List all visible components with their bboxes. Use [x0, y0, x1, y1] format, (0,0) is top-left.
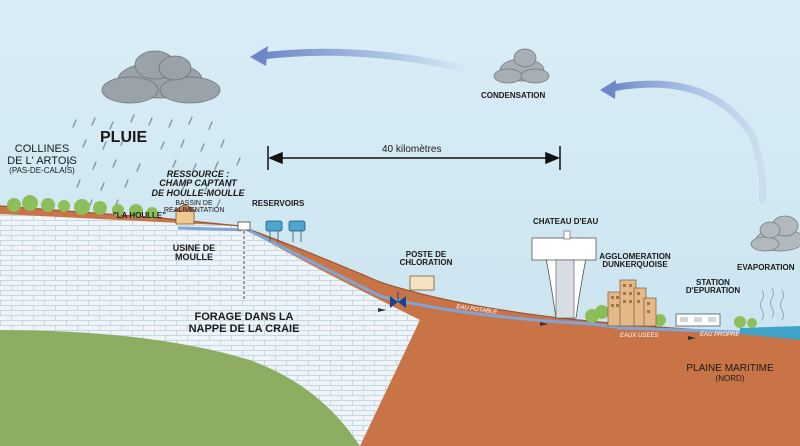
chlorination-building: [409, 275, 435, 291]
condensation-cloud: [493, 48, 550, 84]
arrow-head-evaporation: [600, 80, 616, 99]
label-ressource-line2: CHAMP CAPTANT: [159, 178, 237, 189]
label-evaporation: EVAPORATION: [737, 263, 795, 272]
label-forage-line1: FORAGE DANS LA: [194, 311, 294, 323]
arrow-cloud-movement-left: [258, 48, 474, 74]
label-collines-line3: (PAS-DE-CALAIS): [9, 166, 75, 176]
label-chateau: CHATEAU D'EAU: [533, 217, 599, 226]
label-station-line1: STATION: [696, 278, 730, 287]
label-agglo-line1: AGGLOMERATION: [599, 252, 671, 261]
pumping-station-building: [172, 203, 198, 225]
label-bassin: BASSIN DE REALIMENTATION: [164, 200, 224, 215]
arrow-head-left: [250, 46, 268, 66]
chalk-aquifer: [0, 214, 420, 446]
label-station-line2: D'EPURATION: [685, 286, 741, 296]
label-agglo-line2: DUNKERQUOISE: [602, 260, 668, 270]
usine-building: [237, 221, 251, 231]
label-eau-propre: EAU PROPRE: [700, 332, 740, 338]
label-collines: COLLINES DE L' ARTOIS (PAS-DE-CALAIS): [2, 143, 82, 176]
label-poste: POSTE DE CHLORATION: [394, 250, 458, 268]
rain-cloud: [101, 50, 221, 104]
label-distance: 40 kilomètres: [382, 144, 442, 155]
treatment-station: [675, 313, 721, 327]
label-ressource-line1: RESSOURCE :: [166, 169, 230, 179]
label-bassin-line2: REALIMENTATION: [164, 207, 225, 215]
green-ground: [0, 330, 360, 446]
label-station: STATION D'EPURATION: [680, 278, 746, 296]
label-condensation: CONDENSATION: [481, 91, 546, 100]
city-buildings: [607, 279, 657, 327]
trees: [7, 195, 757, 328]
soil-ground: [0, 206, 800, 446]
label-reservoirs: RESERVOIRS: [252, 199, 305, 208]
label-ressource-line3: DE HOULLE-MOULLE: [151, 187, 245, 198]
evaporation-cloud: [750, 215, 800, 252]
water-pipeline: [177, 226, 681, 332]
arrow-evaporation-up: [608, 80, 767, 204]
distance-arrow: [267, 146, 561, 170]
water-tower: [531, 230, 597, 319]
label-forage-line2: NAPPE DE LA CRAIE: [188, 322, 300, 335]
label-plaine-line2: (NORD): [715, 373, 745, 383]
label-usine-line1: USINE DE: [172, 243, 216, 253]
label-la-houlle: "LA HOULLE": [113, 211, 167, 220]
label-poste-line1: POSTE DE: [405, 250, 447, 259]
reservoirs: [265, 220, 306, 242]
label-poste-line2: CHLORATION: [399, 258, 453, 268]
label-agglomeration: AGGLOMERATION DUNKERQUOISE: [595, 252, 675, 270]
label-collines-line1: COLLINES: [14, 143, 70, 155]
label-pluie: PLUIE: [100, 129, 148, 146]
label-plaine: PLAINE MARITIME (NORD): [682, 363, 778, 383]
label-usine-line2: MOULLE: [175, 252, 213, 263]
label-plaine-line1: PLAINE MARITIME: [686, 363, 774, 374]
label-ressource: RESSOURCE : CHAMP CAPTANT DE HOULLE-MOUL…: [148, 169, 248, 198]
flow-arrows: [378, 308, 696, 340]
label-usine: USINE DE MOULLE: [164, 243, 224, 263]
label-forage: FORAGE DANS LA NAPPE DE LA CRAIE: [184, 311, 304, 335]
clean-water-outflow: [679, 328, 741, 334]
label-collines-line2: DE L' ARTOIS: [7, 154, 77, 167]
evaporation-vapor: [760, 287, 784, 321]
sea: [740, 326, 800, 340]
label-eaux-usees: EAUX USEES: [620, 333, 659, 339]
city-windows: [611, 284, 650, 313]
valve-icon: [390, 292, 406, 308]
label-bassin-line1: BASSIN DE: [175, 200, 213, 207]
soil-surface: [0, 205, 800, 337]
